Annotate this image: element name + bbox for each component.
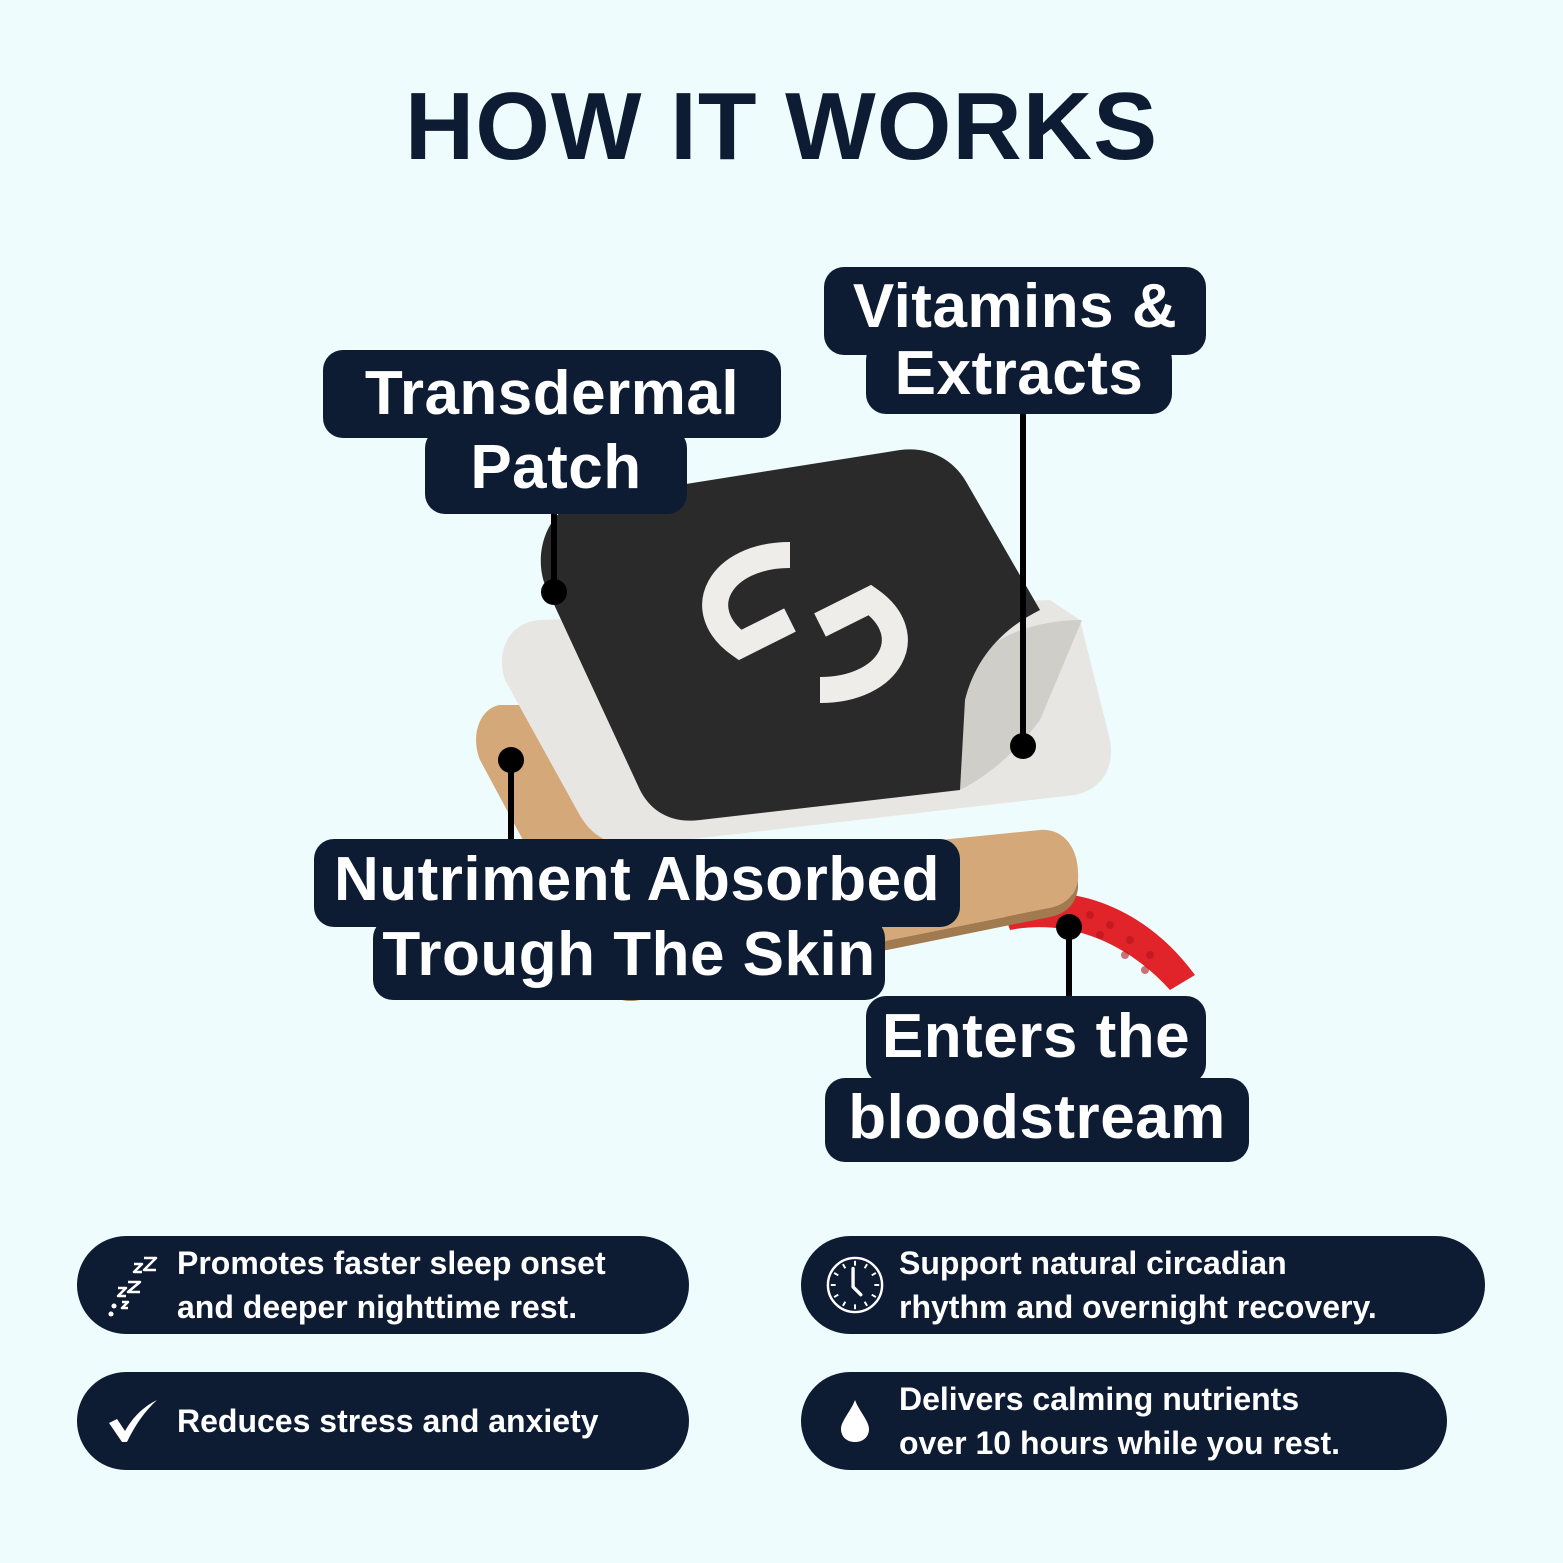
water-drop-icon bbox=[825, 1399, 885, 1443]
benefit-nutrients-line1: Delivers calming nutrients bbox=[899, 1381, 1300, 1417]
benefit-sleep-line1: Promotes faster sleep onset bbox=[177, 1245, 606, 1281]
label-bloodstream-line1: Enters the bbox=[866, 996, 1206, 1084]
page-title: HOW IT WORKS bbox=[404, 73, 1159, 180]
connector-line-absorbed bbox=[508, 760, 514, 850]
label-transdermal-patch-line1: Transdermal bbox=[323, 350, 781, 438]
benefit-stress-line1: Reduces stress and anxiety bbox=[177, 1403, 599, 1439]
label-vitamins-line2: Extracts bbox=[866, 340, 1172, 414]
label-absorbed-line1: Nutriment Absorbed bbox=[314, 839, 960, 927]
benefit-circadian: Support natural circadian rhythm and ove… bbox=[801, 1236, 1485, 1334]
clock-icon bbox=[825, 1254, 885, 1316]
benefit-circadian-line1: Support natural circadian bbox=[899, 1245, 1287, 1281]
benefit-circadian-line2: rhythm and overnight recovery. bbox=[899, 1289, 1377, 1325]
label-transdermal-patch-line2: Patch bbox=[425, 428, 687, 514]
black-patch bbox=[540, 449, 1040, 821]
checkmark-icon bbox=[103, 1399, 163, 1443]
connector-line-patch bbox=[551, 500, 557, 592]
label-bloodstream-line2: bloodstream bbox=[825, 1078, 1249, 1162]
connector-line-bloodstream bbox=[1066, 927, 1072, 1027]
benefit-sleep-line2: and deeper nighttime rest. bbox=[177, 1289, 578, 1325]
connector-line-vitamins bbox=[1020, 408, 1026, 746]
benefit-sleep: Promotes faster sleep onset and deeper n… bbox=[77, 1236, 689, 1334]
sleep-zzz-icon bbox=[103, 1252, 163, 1318]
label-absorbed-line2: Trough The Skin bbox=[373, 918, 885, 1000]
benefit-stress: Reduces stress and anxiety bbox=[77, 1372, 689, 1470]
benefit-nutrients: Delivers calming nutrients over 10 hours… bbox=[801, 1372, 1447, 1470]
connector-dot-patch bbox=[541, 579, 567, 605]
benefit-nutrients-line2: over 10 hours while you rest. bbox=[899, 1425, 1341, 1461]
brand-logo-icon bbox=[702, 542, 908, 703]
connector-dot-vitamins bbox=[1010, 733, 1036, 759]
